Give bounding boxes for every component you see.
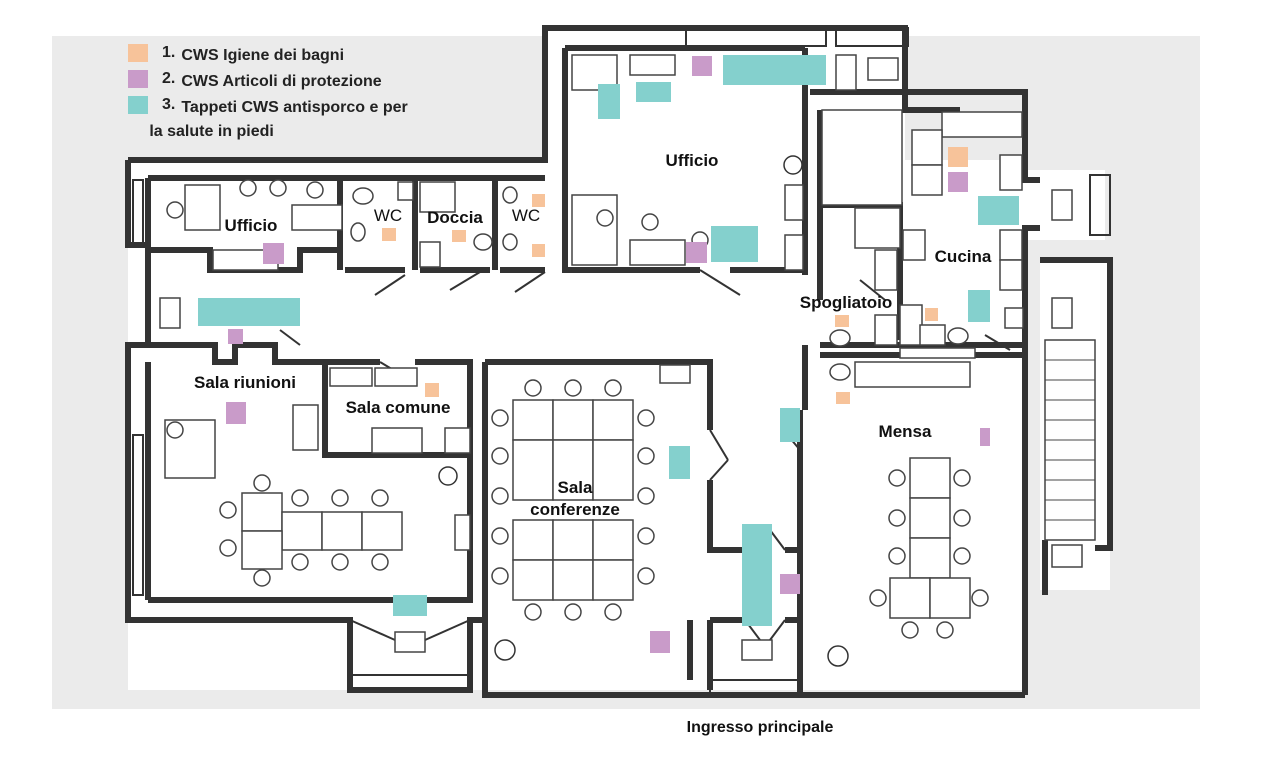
- legend-number: 3.: [162, 96, 176, 113]
- legend-item-protection: 2. CWS Articoli di protezione: [128, 70, 382, 94]
- room-label-wc-1: WC: [373, 206, 403, 225]
- room-label-sala-riunioni: Sala riunioni: [193, 373, 297, 392]
- legend-label-line2: la salute in piedi: [149, 123, 274, 140]
- room-label-doccia: Doccia: [427, 208, 483, 227]
- legend-label: CWS Igiene dei bagni: [181, 47, 345, 64]
- sala-conferenze-line2: conferenze: [530, 500, 620, 519]
- plant-icons: [438, 155, 849, 667]
- hygiene-swatch: [128, 44, 148, 62]
- legend-label: Tappeti CWS antisporco e per la salute i…: [149, 96, 408, 144]
- doors-windows: [132, 27, 1111, 696]
- furniture: [159, 54, 1096, 661]
- room-label-sala-comune: Sala comune: [345, 398, 451, 417]
- legend-item-mats: 3. Tappeti CWS antisporco e per la salut…: [128, 96, 408, 144]
- legend-label-line1: Tappeti CWS antisporco e per: [181, 99, 408, 116]
- room-label-wc-2: WC: [511, 206, 541, 225]
- room-label-ufficio-top: Ufficio: [665, 151, 719, 170]
- room-label-spogliatoio: Spogliatoio: [799, 293, 893, 312]
- room-label-mensa: Mensa: [878, 422, 932, 441]
- room-label-cucina: Cucina: [934, 247, 992, 266]
- protection-markers: [226, 56, 990, 653]
- legend-item-hygiene: 1. CWS Igiene dei bagni: [128, 44, 344, 68]
- mat-markers: [198, 55, 1019, 626]
- hygiene-markers: [382, 147, 968, 404]
- stair-steps: [1045, 359, 1095, 521]
- legend-label: CWS Articoli di protezione: [181, 73, 382, 90]
- legend-number: 1.: [162, 44, 176, 61]
- main-entrance-label: Ingresso principale: [686, 719, 834, 736]
- mats-swatch: [128, 96, 148, 114]
- room-label-sala-conferenze: Sala conferenze: [530, 477, 620, 521]
- sala-conferenze-line1: Sala: [557, 478, 593, 497]
- legend-number: 2.: [162, 70, 176, 87]
- protection-swatch: [128, 70, 148, 88]
- room-label-ufficio-left: Ufficio: [224, 216, 278, 235]
